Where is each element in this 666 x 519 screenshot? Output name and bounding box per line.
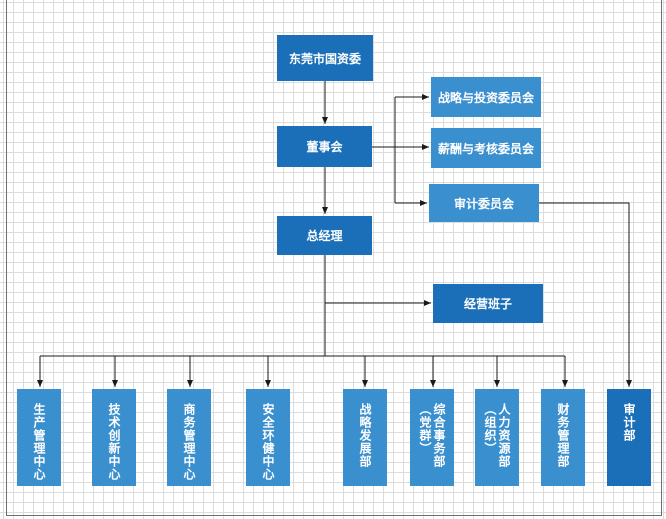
dept-label: 审计部 [622,403,636,442]
node-committee-audit[interactable]: 审计委员会 [429,184,539,222]
dept-label: 安全环健中心 [261,403,275,481]
node-dept-production[interactable]: 生产管理中心 [17,389,61,486]
dept-label: 战略发展部 [358,403,372,468]
node-dept-safety[interactable]: 安全环健中心 [246,389,290,486]
connector-audit [539,202,632,387]
node-management-team[interactable]: 经营班子 [433,284,543,323]
node-dept-audit[interactable]: 审计部 [607,389,651,486]
dept-label: 人力资源部（组织） [483,403,511,468]
node-dept-commerce[interactable]: 商务管理中心 [167,389,211,486]
dept-label: 财务管理部 [556,403,570,468]
node-general-manager[interactable]: 总经理 [277,216,372,255]
dept-label: 综合事务部（党群） [418,403,446,468]
dept-label: 生产管理中心 [32,403,46,481]
node-committee-compensation[interactable]: 薪酬与考核委员会 [431,128,541,168]
dept-label: 商务管理中心 [182,403,196,481]
node-dept-general-affairs[interactable]: 综合事务部（党群） [410,389,454,486]
dept-label: 技术创新中心 [107,403,121,481]
node-dept-hr[interactable]: 人力资源部（组织） [475,389,519,486]
node-board[interactable]: 董事会 [277,126,372,167]
node-dept-finance[interactable]: 财务管理部 [541,389,585,486]
node-dept-tech[interactable]: 技术创新中心 [92,389,136,486]
node-top[interactable]: 东莞市国资委 [277,35,373,81]
canvas-frame [6,0,662,516]
node-dept-strategy[interactable]: 战略发展部 [343,389,387,486]
node-committee-strategy[interactable]: 战略与投资委员会 [431,77,541,117]
